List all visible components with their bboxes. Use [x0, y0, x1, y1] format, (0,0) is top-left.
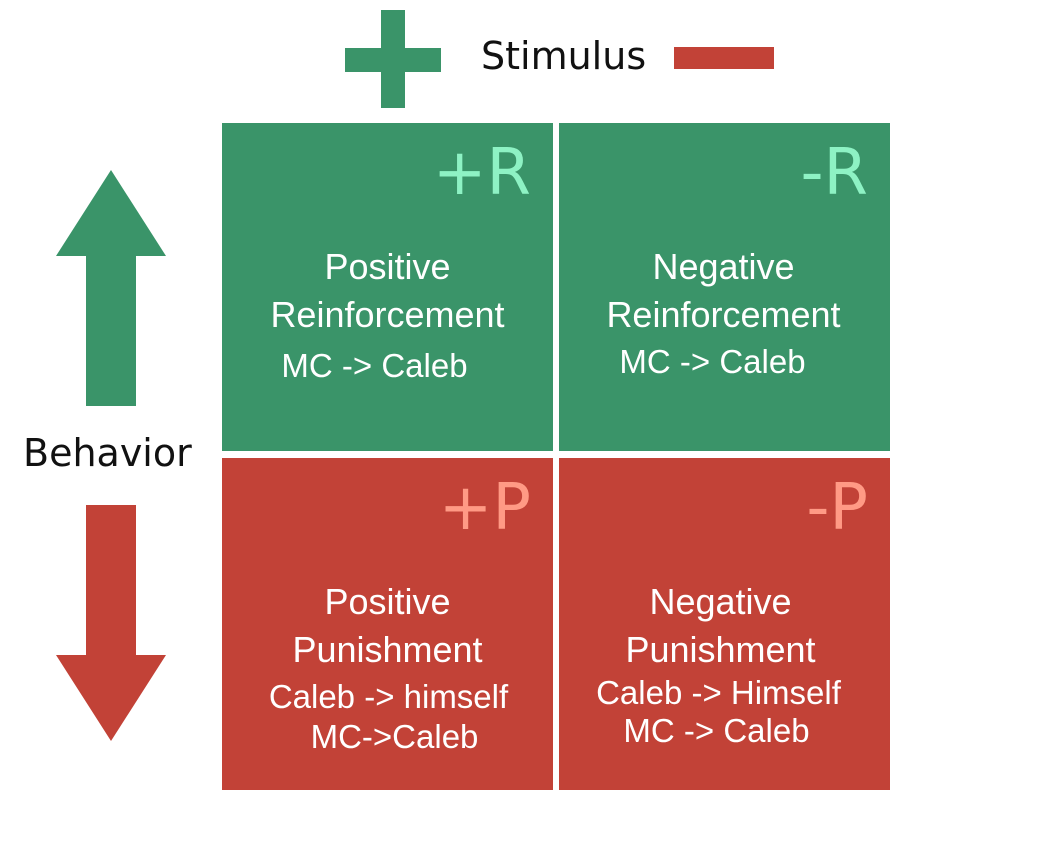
arrow-down-icon [56, 505, 166, 741]
quadrant-positive-punishment: +P Positive Punishment Caleb -> himself … [222, 458, 553, 790]
quadrant-negative-reinforcement: -R Negative Reinforcement MC -> Caleb [559, 123, 890, 451]
stimulus-label: Stimulus [481, 34, 647, 78]
quadrant-negative-punishment: -P Negative Punishment Caleb -> Himself … [559, 458, 890, 790]
quadrant-subtext: Caleb -> Himself [596, 674, 841, 711]
quadrant-code: +R [432, 136, 531, 210]
quadrant-title-line1: Positive [324, 581, 451, 622]
quadrant-code: -P [806, 471, 868, 545]
quadrant-title-line2: Punishment [292, 629, 483, 670]
quadrant-title-line1: Negative [649, 581, 792, 622]
behavior-label: Behavior [23, 431, 192, 475]
quadrant-subtext: Caleb -> himself [268, 678, 509, 715]
quadrant-subtext: MC -> Caleb [619, 343, 806, 380]
plus-icon [345, 10, 441, 108]
quadrant-title-line1: Negative [652, 246, 795, 287]
quadrant-title-line1: Positive [324, 246, 451, 287]
quadrant-positive-reinforcement: +R Positive Reinforcement MC -> Caleb [222, 123, 553, 451]
quadrant-code: -R [800, 136, 868, 210]
quadrant-subtext: MC -> Caleb [623, 712, 810, 749]
quadrant-title-line2: Punishment [625, 629, 816, 670]
quadrant-subtext: MC -> Caleb [281, 347, 468, 384]
quadrant-subtext: MC->Caleb [310, 718, 479, 755]
minus-icon [674, 47, 774, 69]
quadrant-code: +P [438, 471, 531, 545]
quadrant-title-line2: Reinforcement [270, 294, 505, 335]
arrow-up-icon [56, 170, 166, 406]
quadrant-title-line2: Reinforcement [606, 294, 841, 335]
